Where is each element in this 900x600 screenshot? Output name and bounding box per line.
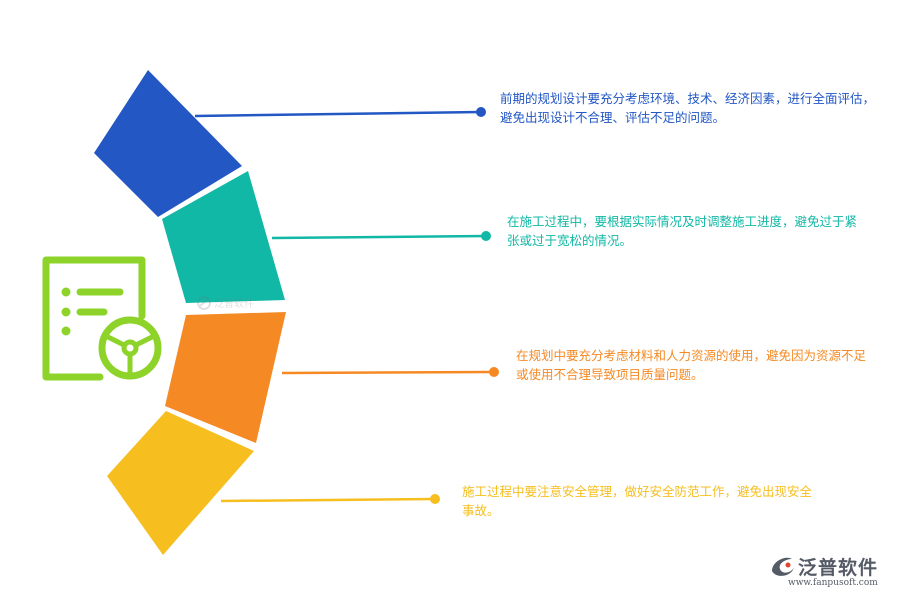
brand-logo: 泛普软件 www.fanpusoft.com <box>768 553 893 591</box>
segment-2 <box>162 171 285 303</box>
connector-4 <box>220 494 440 504</box>
item-text-4: 施工过程中要注意安全管理，做好安全防范工作，避免出现安全事故。 <box>462 484 813 518</box>
brand-name: 泛普软件 <box>798 557 879 579</box>
list-bullet-1 <box>61 287 71 297</box>
connector-3 <box>281 367 499 377</box>
watermark: 泛普软件 <box>196 295 266 311</box>
segment-3 <box>165 312 286 443</box>
segment-4 <box>107 411 254 555</box>
brand-swirl-icon <box>772 557 794 576</box>
document-outline <box>42 256 146 381</box>
item-text-2: 在施工过程中，要根据实际情况及时调整施工进度，避免过于紧张或过于宽松的情况。 <box>507 214 858 248</box>
checklist-steering-wheel-icon <box>42 256 162 381</box>
watermark-text: 泛普软件 <box>214 299 254 310</box>
watermark-logo-icon <box>197 296 211 310</box>
list-bullet-3 <box>61 326 71 336</box>
item-text-1: 前期的规划设计要充分考虑环境、技术、经济因素，进行全面评估，避免出现设计不合理、… <box>500 91 876 125</box>
connector-2 <box>271 231 491 241</box>
list-bullet-2 <box>61 307 71 317</box>
segment-1 <box>94 70 242 217</box>
item-text-3: 在规划中要充分考虑材料和人力资源的使用，避免因为资源不足或使用不合理导致项目质量… <box>516 348 867 382</box>
brand-url: www.fanpusoft.com <box>788 578 878 588</box>
connector-1 <box>194 107 486 118</box>
